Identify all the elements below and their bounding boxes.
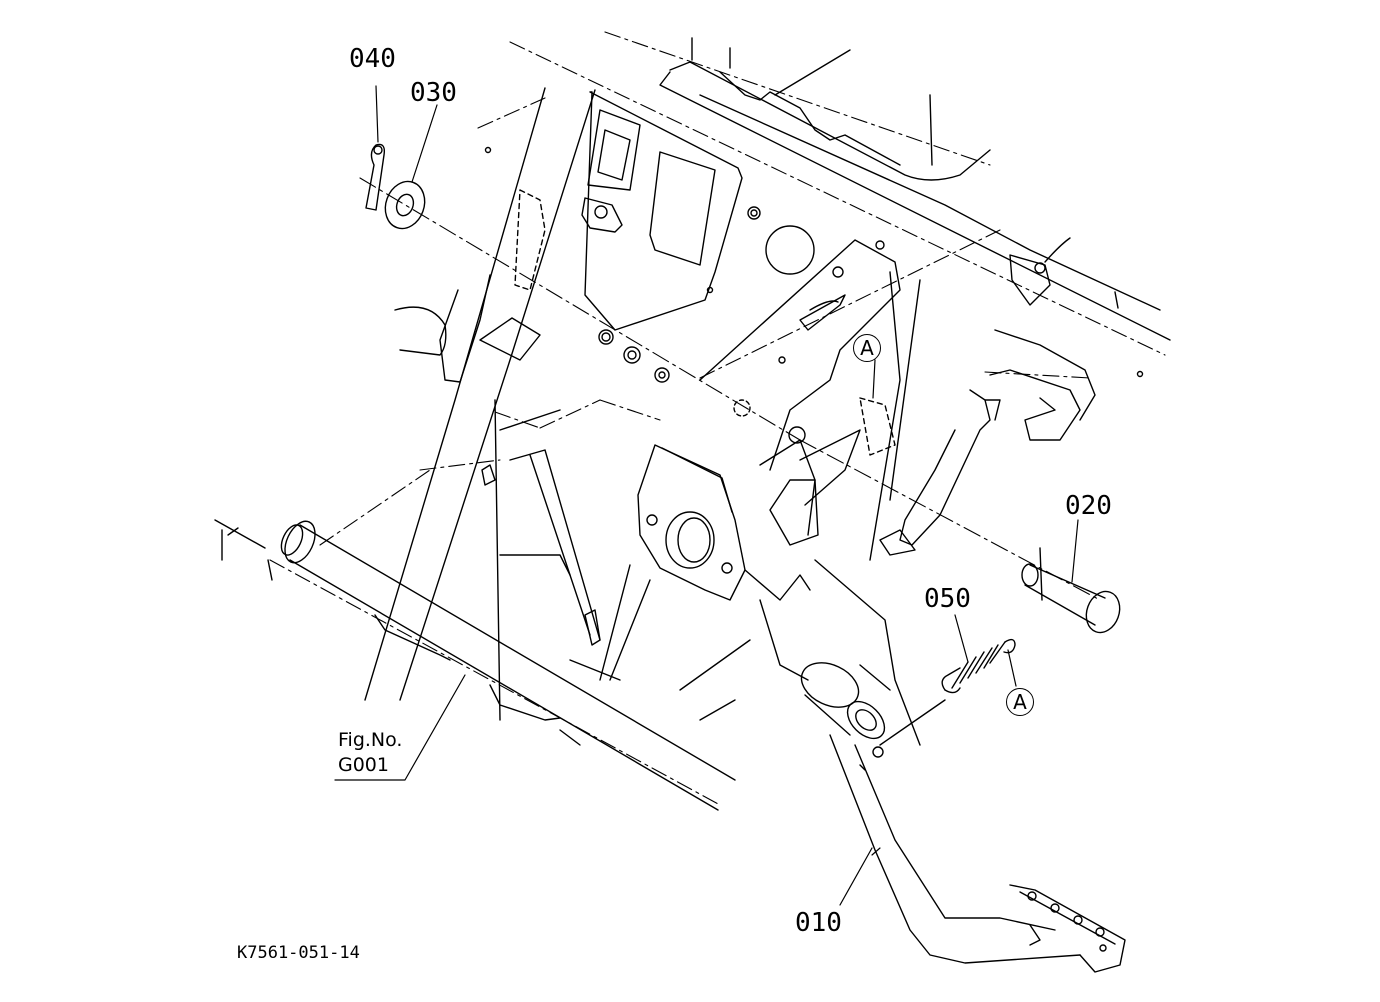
part-number-040[interactable]: 040 — [349, 44, 396, 74]
part-number-050[interactable]: 050 — [924, 584, 971, 614]
part-number-030[interactable]: 030 — [410, 78, 457, 108]
leader-lines — [334, 85, 1079, 906]
pin-axis-line — [359, 177, 801, 441]
figure-reference-label: Fig.No. — [338, 729, 403, 751]
mounting-plate — [637, 444, 811, 601]
frame-side-panel — [364, 87, 885, 701]
figure-reference-number: G001 — [338, 754, 389, 776]
return-spring-050 — [879, 638, 1016, 746]
cotter-pin-040 — [365, 143, 386, 211]
pedal-bracket — [598, 239, 921, 561]
centre-lines — [269, 31, 1166, 806]
clevis-pin-020 — [799, 439, 1121, 634]
detail-marker-a-upper: A — [853, 334, 881, 362]
right-linkage — [879, 329, 1096, 556]
washer-030 — [384, 180, 426, 230]
cross-shaft — [214, 519, 736, 811]
brake-pedal-010 — [759, 559, 1126, 973]
part-number-010[interactable]: 010 — [795, 908, 842, 938]
figure-reference[interactable]: Fig.No. G001 — [338, 728, 402, 778]
support-struts — [481, 399, 751, 721]
drawing-number: K7561-051-14 — [237, 943, 360, 963]
detail-marker-a-lower: A — [1006, 688, 1034, 716]
part-number-020[interactable]: 020 — [1065, 491, 1112, 521]
upper-rail — [659, 37, 1171, 378]
